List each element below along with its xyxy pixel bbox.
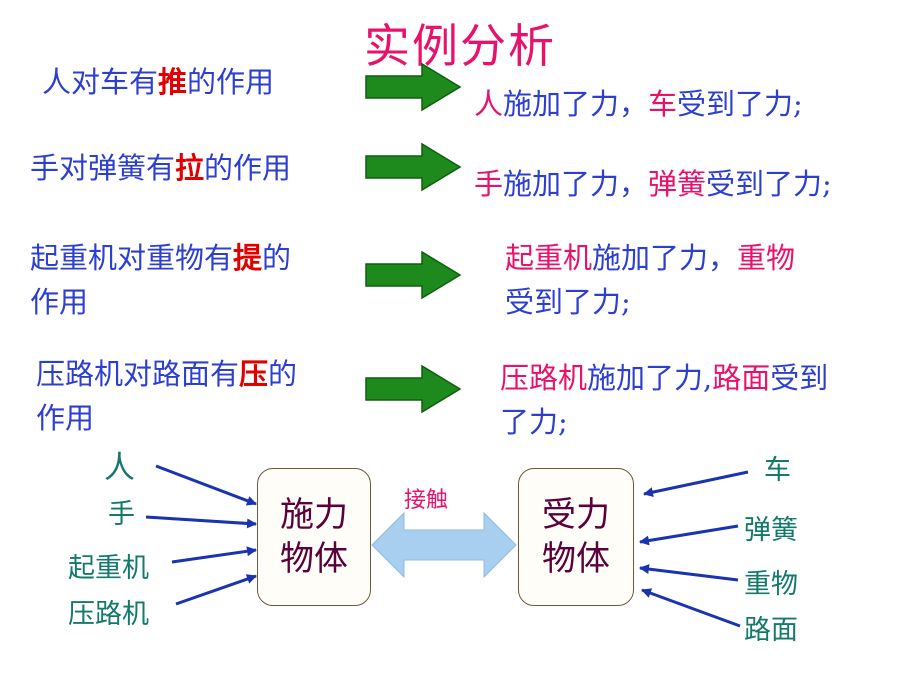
exerter-label: 压路机 <box>68 599 149 630</box>
statement-text: 施加了力, <box>587 361 713 395</box>
statement-text: 施加了力， <box>503 167 649 201</box>
green-right-arrow-icon <box>365 364 462 414</box>
statement-left-4: 压路机对路面有压的 作用 <box>36 352 297 440</box>
green-right-arrow-icon <box>365 62 462 112</box>
receiver-name: 弹簧 <box>648 167 707 201</box>
page-title: 实例分析 <box>364 19 556 73</box>
statement-right-2: 手施加了力，弹簧受到了力; <box>474 162 832 206</box>
statement-right-3: 起重机施加了力，重物 受到了力; <box>505 236 795 324</box>
statement-text: 人对车有 <box>42 65 159 99</box>
statement-text: 受到 <box>770 361 829 395</box>
pointer-arrow <box>639 564 739 582</box>
box-label: 物体 <box>542 539 610 579</box>
statement-left-3: 起重机对重物有提的 作用 <box>30 236 291 324</box>
receiver-label: 车 <box>764 455 791 486</box>
pointer-arrow <box>145 515 257 529</box>
exerter-label: 手 <box>108 499 135 530</box>
receiver-name: 路面 <box>712 361 771 395</box>
pointer-arrow <box>155 464 257 506</box>
exerter-name: 压路机 <box>500 361 588 395</box>
receiver-name: 重物 <box>737 241 796 275</box>
exerter-name: 人 <box>474 87 504 121</box>
pointer-arrow <box>641 588 741 628</box>
statement-text: 受到了力; <box>706 167 832 201</box>
statement-text: 受到了力; <box>677 87 803 121</box>
force-receiver-box: 受力 物体 <box>518 468 634 606</box>
statement-text: 受到了力; <box>505 285 631 319</box>
statement-text: 起重机对重物有 <box>30 241 234 275</box>
receiver-label: 重物 <box>744 569 798 600</box>
pointer-arrow <box>171 546 257 564</box>
statement-text: 施加了力， <box>503 87 649 121</box>
statement-text: 压路机对路面有 <box>36 357 240 391</box>
green-right-arrow-icon <box>365 142 462 192</box>
exerter-label: 人 <box>104 450 135 486</box>
action-verb: 压 <box>239 357 269 391</box>
pointer-arrow <box>639 524 739 546</box>
force-exerter-box: 施力 物体 <box>257 468 371 606</box>
pointer-arrow <box>643 470 749 498</box>
green-right-arrow-icon <box>365 250 462 300</box>
box-label: 物体 <box>280 539 348 579</box>
contact-label: 接触 <box>404 488 449 513</box>
contact-double-arrow-icon <box>371 511 517 579</box>
statement-text: 施加了力， <box>592 241 738 275</box>
statement-text: 手对弹簧有 <box>30 151 176 185</box>
exerter-label: 起重机 <box>68 553 149 584</box>
receiver-name: 车 <box>648 87 678 121</box>
statement-text: 作用 <box>30 285 89 319</box>
exerter-name: 手 <box>474 167 504 201</box>
receiver-label: 弹簧 <box>744 515 798 546</box>
statement-text: 的作用 <box>204 151 292 185</box>
box-label: 受力 <box>542 495 610 535</box>
pointer-arrow <box>175 574 257 606</box>
statement-text: 的 <box>262 241 292 275</box>
action-verb: 拉 <box>175 151 205 185</box>
statement-text: 的 <box>268 357 298 391</box>
exerter-name: 起重机 <box>505 241 593 275</box>
statement-text: 了力; <box>500 405 568 439</box>
box-label: 施力 <box>280 495 348 535</box>
statement-left-1: 人对车有推的作用 <box>42 60 274 104</box>
statement-text: 作用 <box>36 401 95 435</box>
statement-right-1: 人施加了力，车受到了力; <box>474 82 803 126</box>
action-verb: 推 <box>158 65 188 99</box>
statement-text: 的作用 <box>187 65 275 99</box>
action-verb: 提 <box>233 241 263 275</box>
statement-left-2: 手对弹簧有拉的作用 <box>30 146 291 190</box>
statement-right-4: 压路机施加了力,路面受到 了力; <box>500 356 828 444</box>
receiver-label: 路面 <box>744 615 798 646</box>
